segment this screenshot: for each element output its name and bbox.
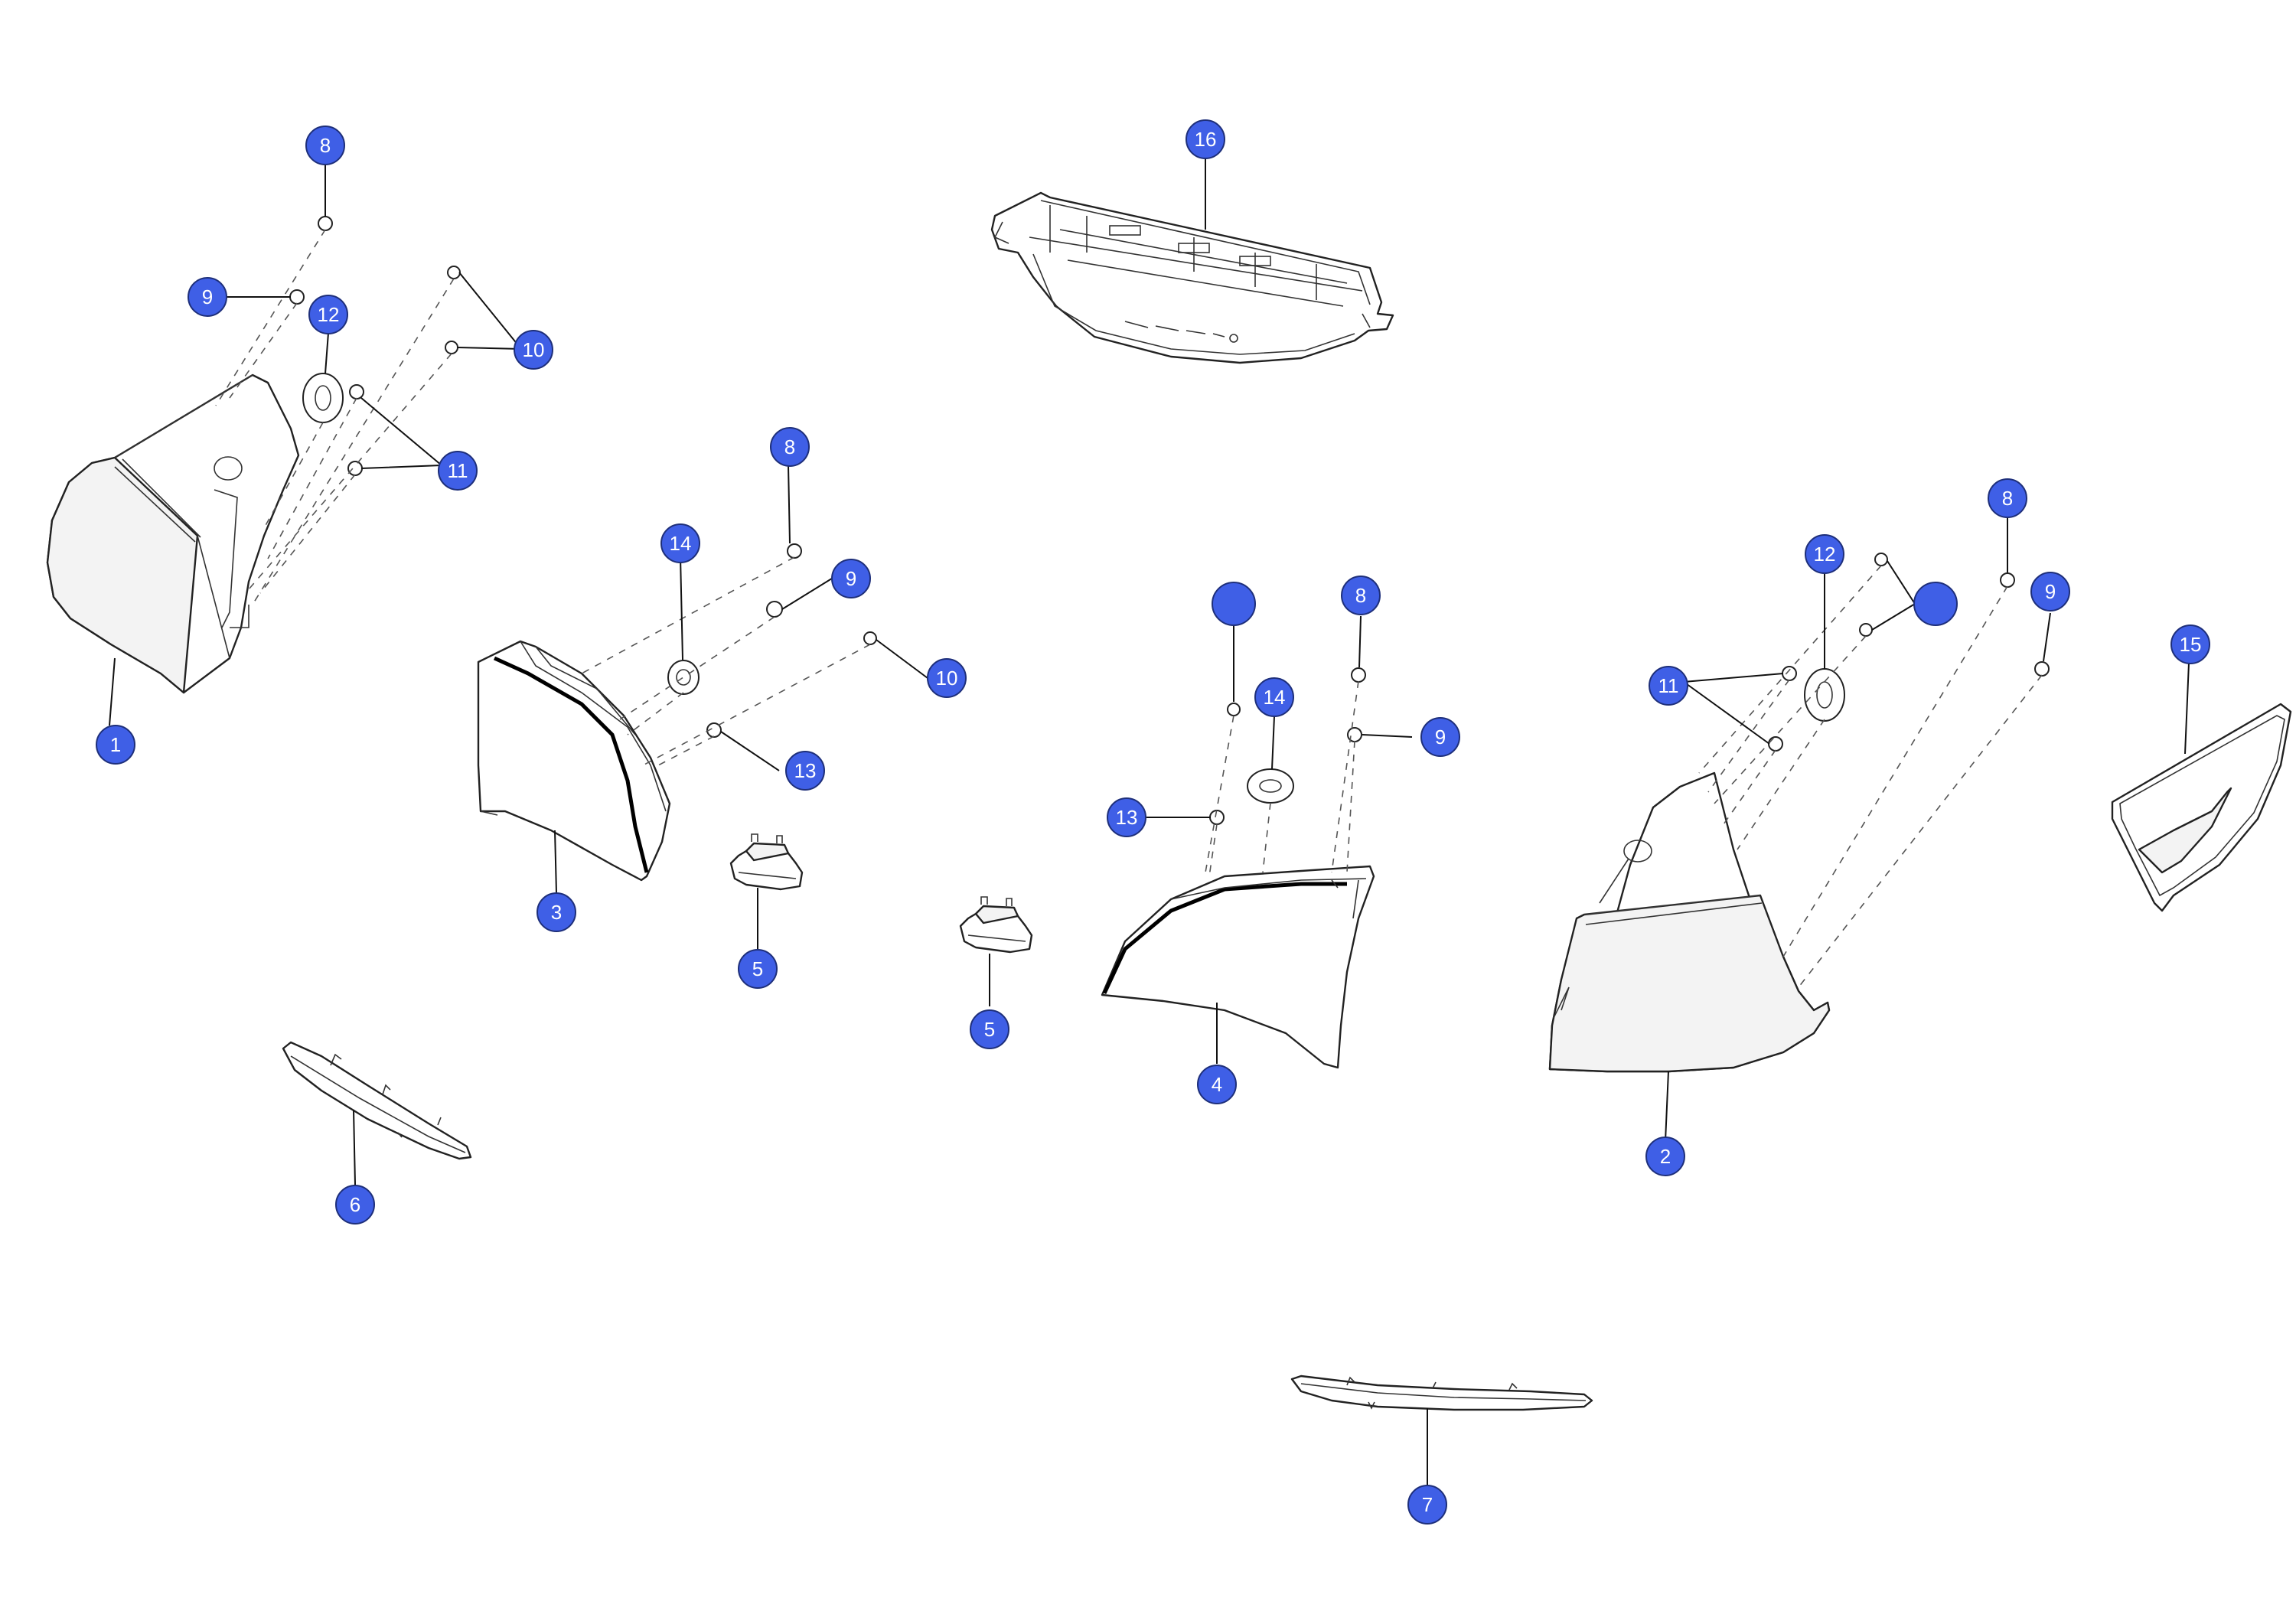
svg-text:14: 14 xyxy=(670,532,692,555)
callout-3: 3 xyxy=(536,892,576,932)
callout-14-left: 14 xyxy=(660,523,700,563)
svg-text:1: 1 xyxy=(110,733,121,756)
svg-text:12: 12 xyxy=(318,303,340,326)
callout-blank-right xyxy=(1913,582,1958,626)
svg-text:13: 13 xyxy=(794,759,817,782)
grommet-14-left xyxy=(667,660,700,695)
callout-15: 15 xyxy=(2170,624,2210,664)
svg-text:9: 9 xyxy=(2045,580,2056,603)
callout-8-top-left: 8 xyxy=(305,126,345,165)
part-16-brake-light-housing xyxy=(990,191,1394,364)
svg-text:10: 10 xyxy=(523,338,545,361)
svg-text:16: 16 xyxy=(1195,128,1217,151)
part-7-center-trim-strip xyxy=(1290,1375,1593,1411)
part-2-right-outer-tail-lamp xyxy=(1548,771,1831,1073)
callout-5-center: 5 xyxy=(970,1009,1009,1049)
callout-10-left: 10 xyxy=(514,330,553,370)
grommet-12-right xyxy=(1804,668,1845,722)
svg-text:15: 15 xyxy=(2180,633,2202,656)
leader-lines xyxy=(109,158,2190,1485)
svg-text:5: 5 xyxy=(984,1018,995,1041)
svg-text:10: 10 xyxy=(936,667,958,690)
assembly-dashed-lines xyxy=(215,229,2043,988)
callout-12-left: 12 xyxy=(308,295,348,334)
callout-5-left: 5 xyxy=(738,949,778,989)
svg-text:5: 5 xyxy=(752,957,763,980)
callout-9-left-inner: 9 xyxy=(831,559,871,598)
svg-text:8: 8 xyxy=(1355,584,1366,607)
part-5a-license-light xyxy=(729,833,804,891)
part-6-left-trim-strip xyxy=(282,1041,472,1160)
svg-text:7: 7 xyxy=(1422,1493,1433,1516)
callout-13-center: 13 xyxy=(1107,797,1146,837)
part-1-left-outer-tail-lamp xyxy=(46,373,300,694)
grommet-12-left xyxy=(302,373,344,423)
part-4-right-inner-tail-lamp xyxy=(1101,865,1375,1069)
callout-8-right: 8 xyxy=(1988,478,2027,518)
svg-text:11: 11 xyxy=(1658,674,1679,697)
svg-text:8: 8 xyxy=(784,435,795,458)
callout-16: 16 xyxy=(1186,119,1225,159)
callout-9-right: 9 xyxy=(2030,572,2070,611)
svg-text:3: 3 xyxy=(551,901,562,924)
callout-14-center: 14 xyxy=(1254,677,1294,717)
svg-text:8: 8 xyxy=(320,134,331,157)
grommet-14-center xyxy=(1247,768,1294,804)
svg-text:13: 13 xyxy=(1116,806,1138,829)
callout-11-left: 11 xyxy=(438,451,478,491)
callout-blank-center xyxy=(1212,582,1256,626)
part-15-right-reflector xyxy=(2111,703,2292,912)
callout-9-center: 9 xyxy=(1420,717,1460,757)
svg-text:2: 2 xyxy=(1660,1145,1671,1168)
svg-text:11: 11 xyxy=(448,459,468,482)
callout-4: 4 xyxy=(1197,1065,1237,1104)
svg-text:14: 14 xyxy=(1264,686,1286,709)
callout-10-left-inner: 10 xyxy=(927,658,967,698)
callout-12-right: 12 xyxy=(1805,534,1844,574)
svg-text:9: 9 xyxy=(846,567,856,590)
callout-8-center: 8 xyxy=(1341,576,1381,615)
callout-13-left: 13 xyxy=(785,751,825,791)
svg-text:9: 9 xyxy=(202,285,213,308)
part-5b-license-light xyxy=(959,896,1033,954)
callout-8-left-inner: 8 xyxy=(770,427,810,467)
small-fasteners xyxy=(289,216,2050,825)
svg-text:8: 8 xyxy=(2002,487,2013,510)
svg-text:9: 9 xyxy=(1435,726,1446,748)
callout-7: 7 xyxy=(1407,1485,1447,1525)
svg-text:6: 6 xyxy=(350,1193,360,1216)
svg-text:12: 12 xyxy=(1814,543,1836,566)
svg-text:4: 4 xyxy=(1212,1073,1222,1096)
part-3-left-inner-tail-lamp xyxy=(477,640,671,882)
callout-9-top-left: 9 xyxy=(188,277,227,317)
callout-11-right: 11 xyxy=(1649,666,1688,706)
callout-6: 6 xyxy=(335,1185,375,1225)
callout-1: 1 xyxy=(96,725,135,765)
callout-2: 2 xyxy=(1645,1136,1685,1176)
